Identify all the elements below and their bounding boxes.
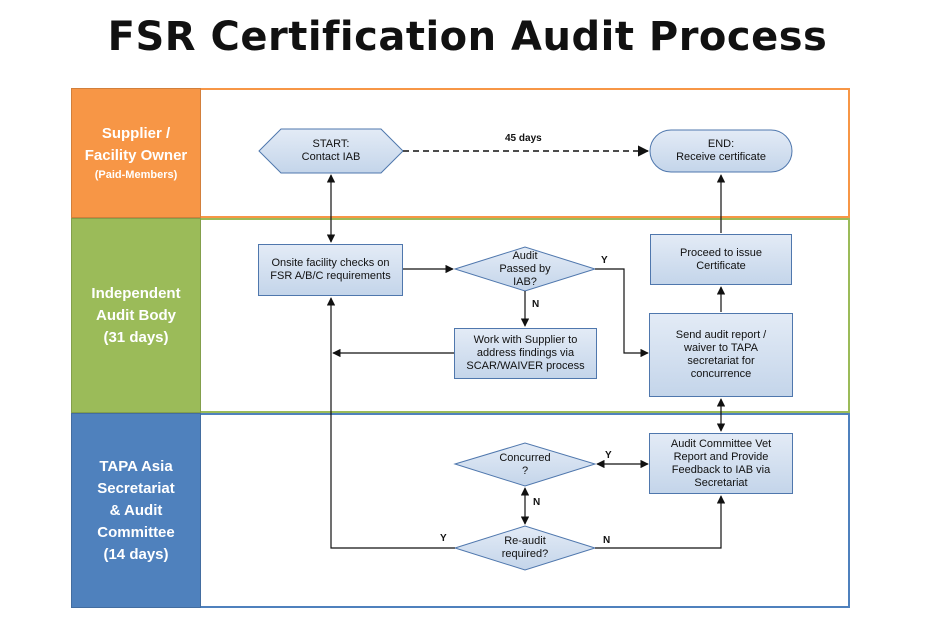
lane-label-line: Independent [91, 284, 181, 302]
proceed-certificate-line: Certificate [696, 259, 746, 272]
start-node-line: START: [312, 138, 350, 150]
work-with-supplier-box: Work with Supplier to address findings v… [454, 328, 597, 379]
committee-vet-line: Audit Committee Vet [670, 437, 772, 450]
end-node-line: Receive certificate [676, 151, 766, 163]
committee-vet-box: Audit Committee Vet Report and Provide F… [649, 433, 793, 494]
send-audit-report-line: secretariat for [687, 355, 755, 367]
concurred-line: ? [521, 464, 529, 477]
edge-label-audit-no: N [532, 299, 540, 310]
lane-label-audit-body: Independent Audit Body (31 days) [71, 218, 201, 413]
onsite-checks-line: Onsite facility checks on [271, 257, 390, 269]
lane-label-sub: (Paid-Members) [94, 169, 178, 181]
committee-vet-line: Report and Provide [673, 450, 769, 463]
concurred-line: Concurred [499, 451, 551, 464]
proceed-certificate-line: Proceed to issue [680, 246, 762, 259]
send-audit-report-line: concurrence [690, 368, 752, 380]
audit-passed-line: Passed by [499, 262, 551, 275]
audit-passed-line: Audit [512, 249, 538, 262]
lane-label-line: Committee [97, 523, 175, 541]
end-shape [649, 129, 793, 173]
edge-reaudit-no [595, 495, 726, 549]
lane-label-line: TAPA Asia [99, 457, 173, 475]
audit-passed-line: IAB? [513, 275, 537, 288]
committee-vet-line: Secretariat [694, 476, 748, 489]
work-with-supplier-line: SCAR/WAIVER process [466, 360, 585, 372]
send-audit-report-line: Send audit report / [675, 329, 767, 341]
reaudit-line: Re-audit [504, 535, 546, 547]
concurred-shape [453, 442, 597, 487]
edge-label-concurred-yes: Y [605, 450, 612, 461]
send-audit-report-box: Send audit report / waiver to TAPA secre… [649, 313, 793, 397]
audit-passed-node: Audit Passed by IAB? [475, 247, 575, 291]
lane-label-line: (31 days) [103, 328, 169, 346]
lane-label-line: Secretariat [97, 479, 175, 497]
edge-label-reaudit-yes: Y [440, 533, 447, 544]
work-with-supplier-line: address findings via [476, 347, 575, 359]
end-node: END: Receive certificate [650, 130, 792, 172]
edge-reaudit-yes [326, 297, 455, 549]
edge-label-45-days: 45 days [505, 133, 542, 144]
end-node-line: END: [707, 138, 735, 150]
edge-label-reaudit-no: N [603, 535, 611, 546]
lane-label-line: (14 days) [103, 545, 169, 563]
edge-label-concurred-no: N [533, 497, 541, 508]
page-title: FSR Certification Audit Process [107, 14, 828, 60]
concurred-node: Concurred ? [475, 443, 575, 486]
reaudit-node: Re-audit required? [475, 526, 575, 570]
lane-label-line: & Audit [109, 501, 163, 519]
edge-audit-yes [595, 268, 649, 358]
edge-label-audit-yes: Y [601, 255, 608, 266]
work-with-supplier-line: Work with Supplier to [473, 334, 578, 346]
start-node-line: Contact IAB [301, 151, 361, 163]
proceed-certificate-box: Proceed to issue Certificate [650, 234, 792, 285]
send-audit-report-line: waiver to TAPA [684, 342, 758, 354]
onsite-checks-box: Onsite facility checks on FSR A/B/C requ… [258, 244, 403, 296]
lane-label-secretariat: TAPA Asia Secretariat & Audit Committee … [71, 413, 201, 608]
lane-label-supplier: Supplier / Facility Owner (Paid-Members) [71, 88, 201, 218]
committee-vet-line: Feedback to IAB via [671, 463, 771, 476]
reaudit-line: required? [501, 548, 549, 560]
lane-label-line: Audit Body [96, 306, 176, 324]
lane-label-line: Facility Owner [84, 147, 188, 164]
onsite-checks-line: FSR A/B/C requirements [270, 270, 391, 282]
start-node: START: Contact IAB [268, 129, 394, 173]
lane-label-line: Supplier / [101, 125, 171, 142]
